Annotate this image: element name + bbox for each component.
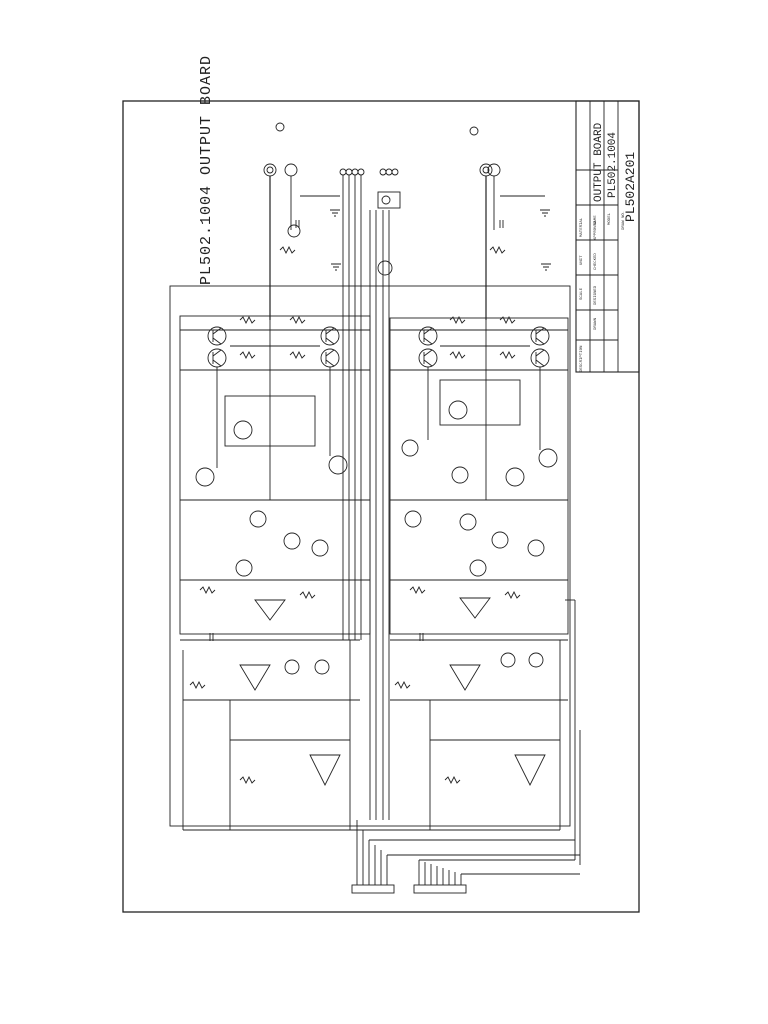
- preamp-transistors: [284, 224, 544, 675]
- sheet-title: PL502.1004 OUTPUT BOARD: [198, 55, 215, 285]
- right-bias-box: [439, 379, 521, 426]
- title-block-header-draw-no: DRAW NO.: [622, 211, 626, 230]
- left-power-section: [179, 315, 371, 635]
- top-connector: [339, 168, 401, 209]
- title-block-header-approved: APPROVED: [594, 220, 598, 240]
- title-block-board-name: OUTPUT BOARD: [593, 122, 605, 202]
- title-block-board-code: PL502.1004: [607, 132, 619, 198]
- title-block-header-drawn: DRAWN: [594, 317, 598, 330]
- drawing-border: [122, 100, 640, 913]
- op-amps: [239, 597, 546, 787]
- right-power-section: [389, 317, 569, 635]
- output-jacks: [263, 122, 545, 320]
- bottom-connector-wiring: [351, 820, 580, 894]
- right-output-transistors: [401, 326, 558, 577]
- title-block-header-description: DESCRIPTION: [580, 345, 584, 372]
- power-section-wiring: [180, 320, 568, 581]
- title-block-header-model: MODEL: [608, 212, 612, 225]
- title-block-header-checked: CHECKED: [594, 253, 598, 270]
- title-block-header-unit: UNIT: [580, 255, 584, 265]
- title-block-drawing-no: PL502A201: [623, 152, 638, 222]
- ground-symbols: [330, 209, 551, 271]
- outer-supply-loop: [169, 285, 571, 827]
- preamp-wiring: [180, 599, 581, 865]
- title-block: OUTPUT BOARD PL502.1004 PL502A201 DESCRI…: [575, 100, 640, 373]
- passive-components: [189, 220, 521, 785]
- left-output-transistors: [195, 326, 348, 577]
- title-block-header-designed: DESIGNED: [594, 285, 598, 305]
- title-block-header-scale: SCALE: [580, 287, 584, 300]
- title-block-header-name: NAME: [594, 215, 598, 225]
- title-block-header-material: MATERIAL: [580, 217, 584, 237]
